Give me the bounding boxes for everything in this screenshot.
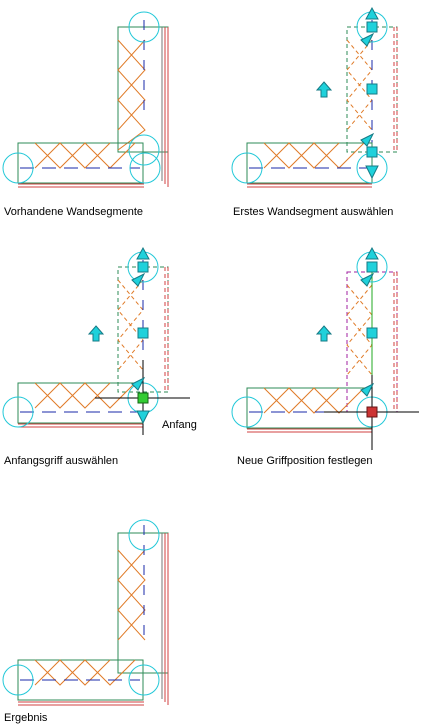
grip-arrow-icon[interactable]: [360, 6, 379, 180]
panel-existing-walls: Vorhandene Wandsegmente: [0, 0, 211, 235]
caption-set-new-grip-position: Neue Griffposition festlegen: [237, 455, 373, 467]
new-grip-position-drawing: [231, 246, 419, 450]
panel-select-start-grip: Anfang Anfangsgriff auswählen: [0, 240, 211, 475]
move-arrow-icon[interactable]: [87, 325, 105, 342]
caption-select-first-segment: Erstes Wandsegment auswählen: [233, 206, 394, 218]
grip-square-icon[interactable]: [366, 261, 378, 418]
grip-square-icon[interactable]: [366, 21, 378, 158]
result-drawing: [2, 519, 169, 706]
panel-set-new-grip-position: Neue Griffposition festlegen: [211, 240, 422, 475]
start-label: Anfang: [162, 419, 197, 431]
grip-square-icon[interactable]: [137, 261, 149, 404]
move-arrow-icon[interactable]: [315, 81, 333, 98]
grip-arrow-icon[interactable]: [360, 246, 379, 397]
move-arrow-icon[interactable]: [315, 325, 333, 342]
panel-select-first-segment: Erstes Wandsegment auswählen: [211, 0, 422, 235]
panel-result: Ergebnis: [0, 505, 211, 726]
caption-existing-walls: Vorhandene Wandsegmente: [4, 206, 144, 218]
select-segment-drawing: [231, 6, 398, 188]
caption-result: Ergebnis: [4, 712, 48, 724]
existing-walls-drawing: [2, 11, 169, 188]
select-start-grip-drawing: [2, 246, 190, 435]
grip-arrow-icon[interactable]: [131, 246, 150, 425]
caption-select-start-grip: Anfangsgriff auswählen: [4, 455, 119, 467]
